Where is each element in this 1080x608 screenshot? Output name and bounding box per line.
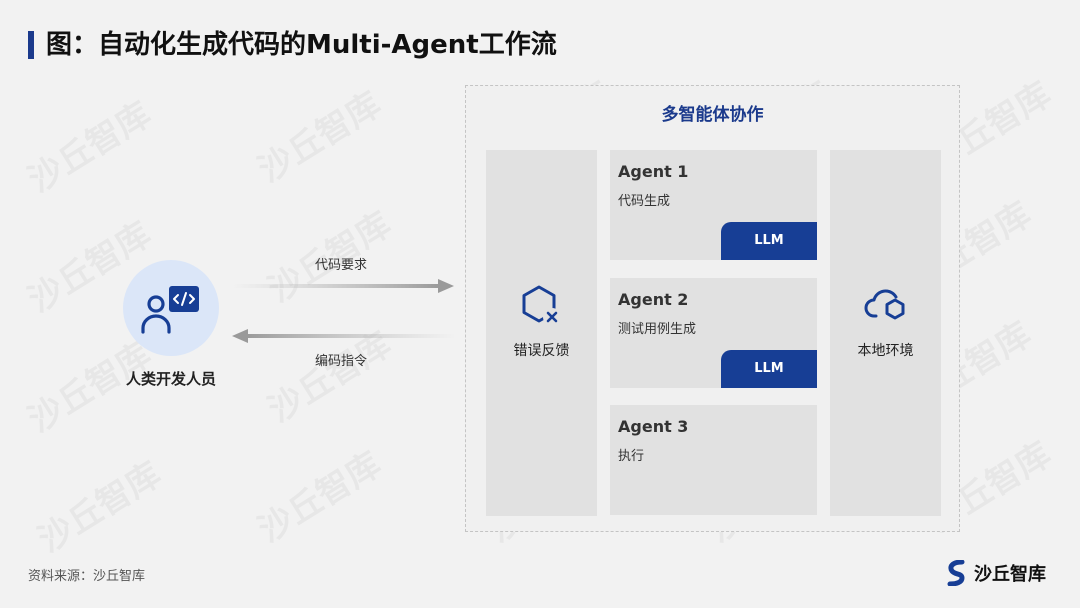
feedback-column [486,150,597,516]
brand-name: 沙丘智库 [974,564,1046,585]
llm-badge: LLM [721,222,817,260]
watermark: 沙丘智库 [257,318,399,432]
human-developer-node [123,260,219,356]
llm-badge: LLM [721,350,817,388]
request-arrow [232,279,454,293]
multi-agent-title: 多智能体协作 [661,105,764,125]
human-developer-label: 人类开发人员 [125,370,216,388]
agent-task: 执行 [618,449,645,464]
cloud-hexagon-icon [864,289,905,320]
environment-label: 本地环境 [857,343,914,359]
feedback-label: 错误反馈 [513,343,570,359]
watermark: 沙丘智库 [247,78,389,192]
agent-name: Agent 3 [618,417,689,436]
response-arrow-label: 编码指令 [315,354,368,369]
agent-name: Agent 2 [618,290,689,309]
watermark: 沙丘智库 [247,438,389,552]
environment-column [830,150,941,516]
agent-box: Agent 3 执行 [610,405,817,515]
title-accent-bar [28,31,34,59]
agent-box: Agent 2 测试用例生成 LLM [610,278,817,388]
agent-task: 代码生成 [618,194,671,209]
hexagon-error-icon [522,285,561,326]
agent-task: 测试用例生成 [618,322,697,337]
watermark: 沙丘智库 [17,88,159,202]
brand-logo: 沙丘智库 [946,560,1046,586]
agent-name: Agent 1 [618,162,689,181]
agent-box: Agent 1 代码生成 LLM [610,150,817,260]
source-note: 资料来源：沙丘智库 [28,569,146,584]
brand-mark-icon [947,560,965,586]
developer-code-icon [141,286,199,334]
request-arrow-label: 代码要求 [315,258,368,273]
watermark: 沙丘智库 [27,448,169,562]
page-title: 图：自动化生成代码的Multi-Agent工作流 [46,30,557,60]
response-arrow [232,329,456,343]
